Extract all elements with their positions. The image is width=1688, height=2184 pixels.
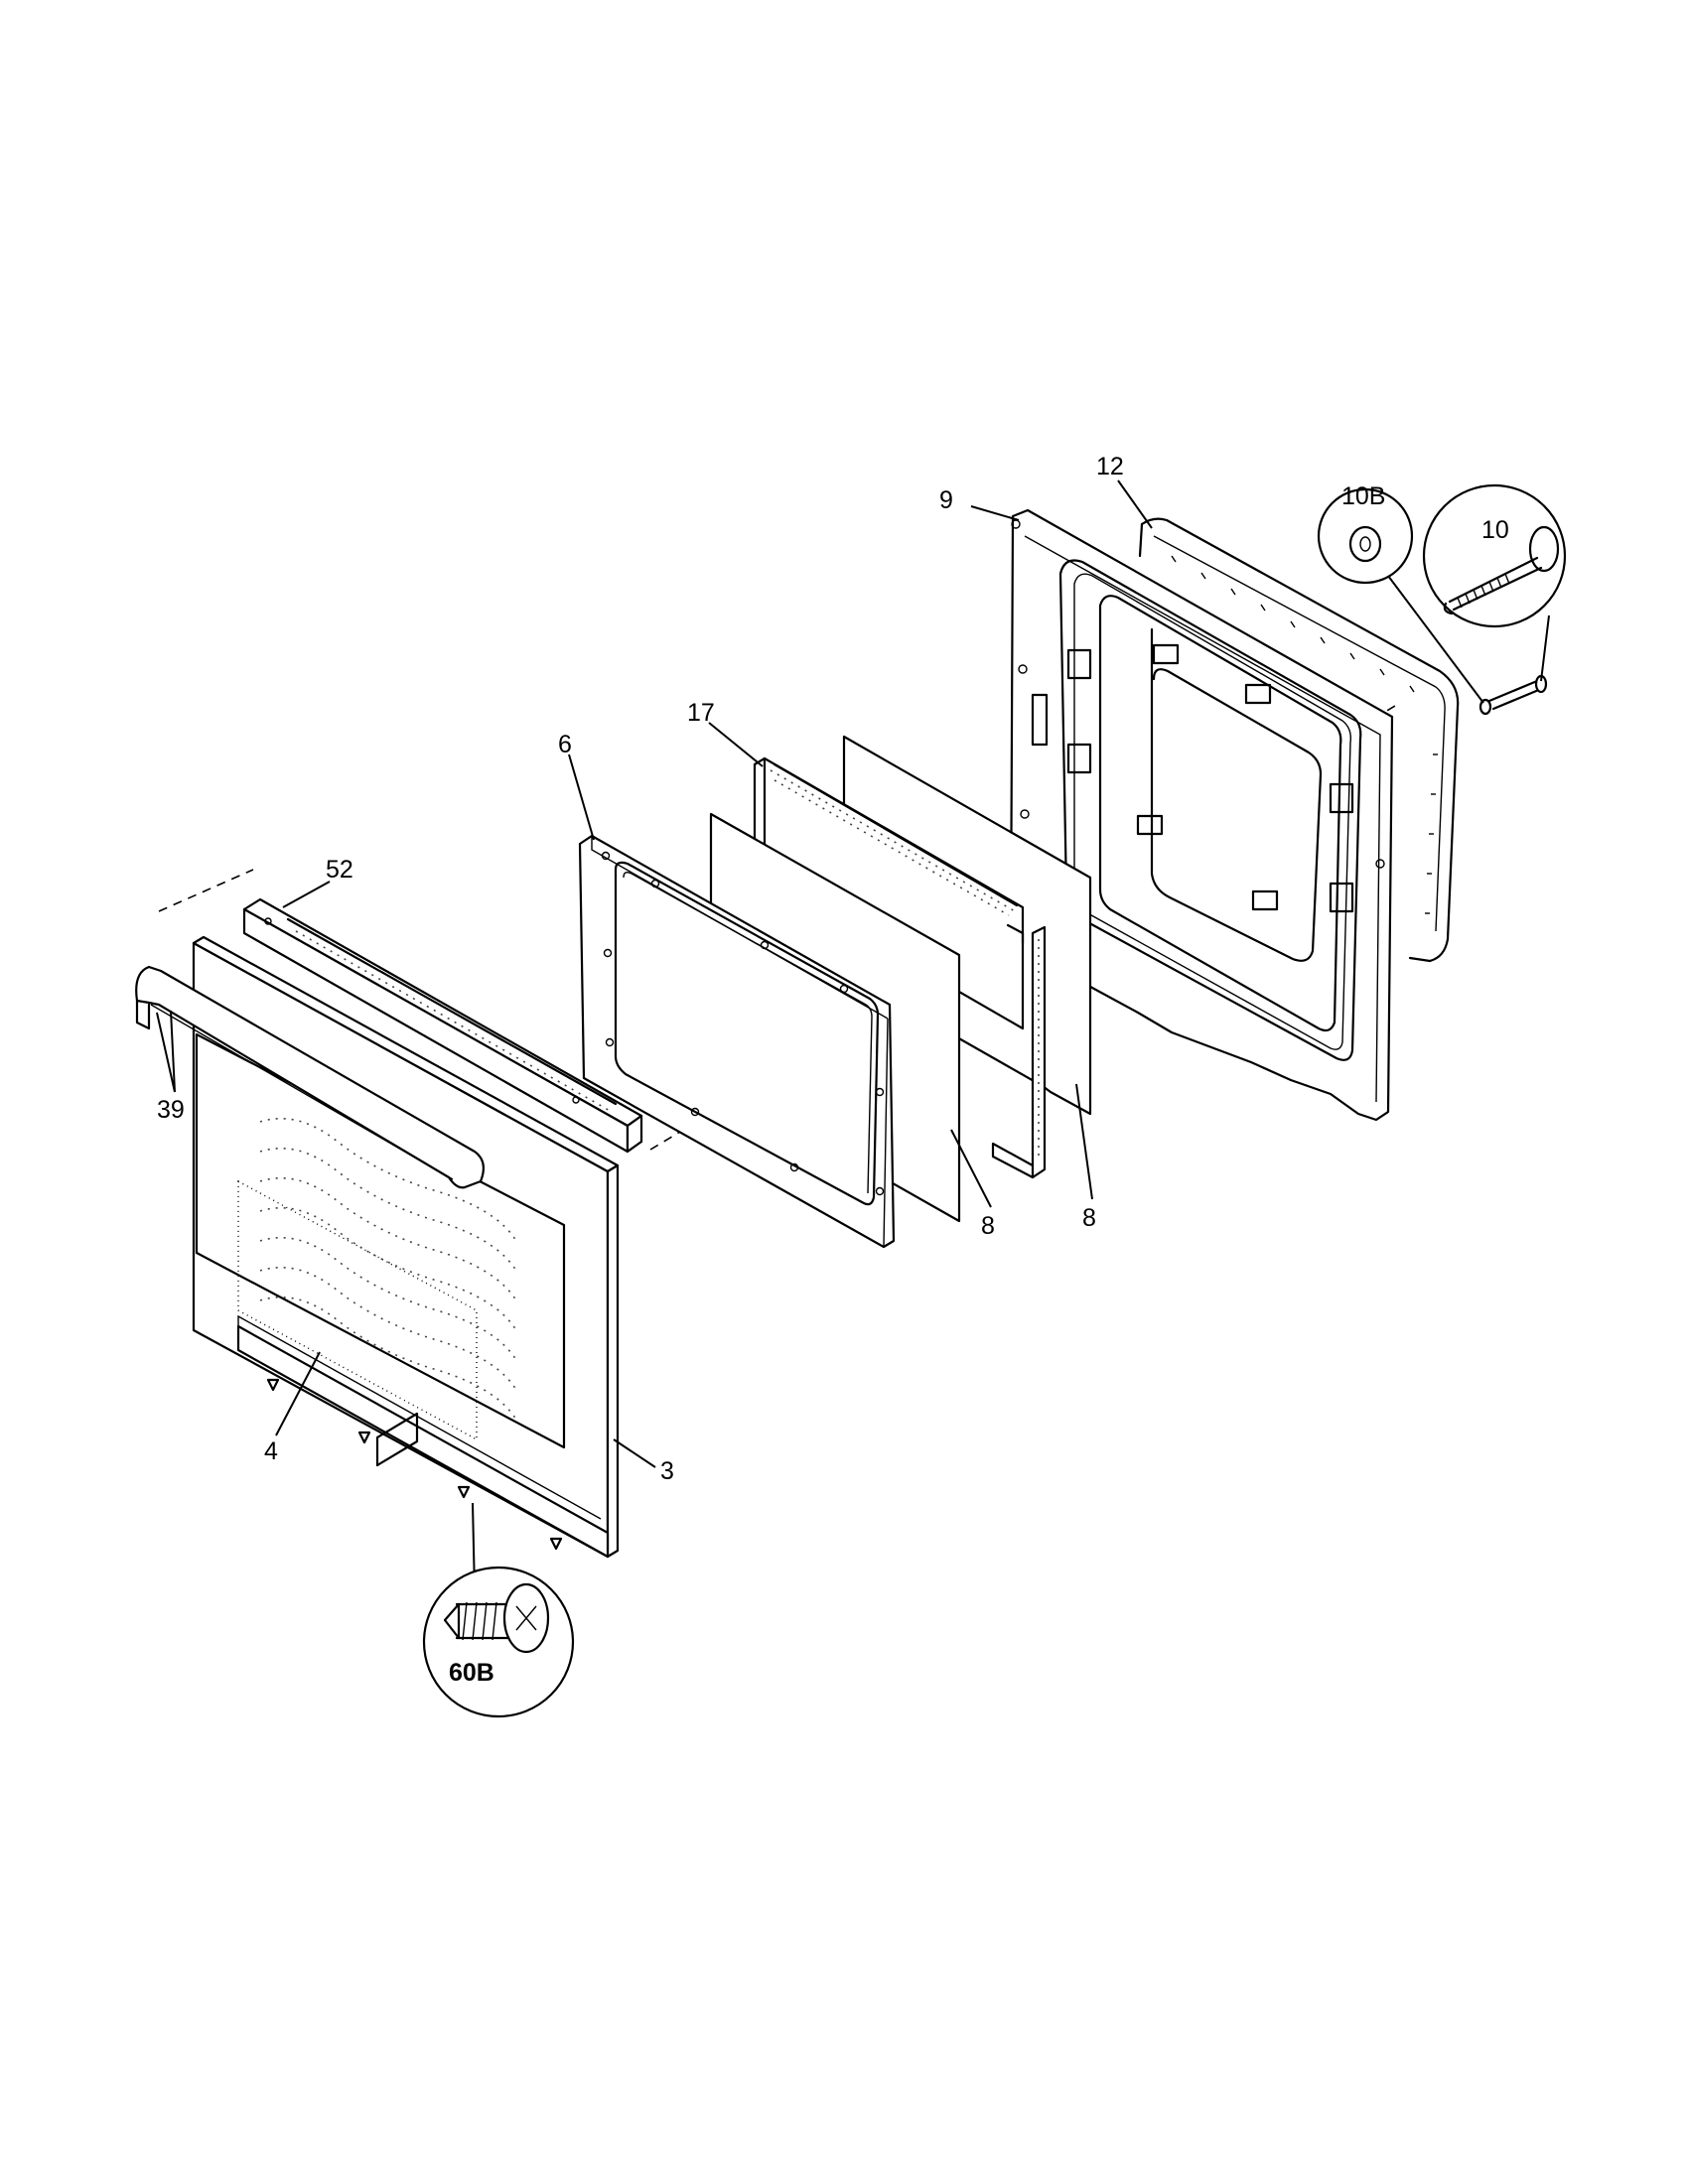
detail-circle-10 (1422, 483, 1567, 628)
callout-labels: 9 12 10B 10 17 6 52 39 8 8 4 3 60B (157, 453, 1509, 1687)
part-52-vent-trim (242, 897, 643, 1154)
callout-17: 17 (687, 699, 715, 727)
detail-circle-10B (1317, 487, 1414, 585)
callout-3: 3 (660, 1457, 674, 1485)
part-39-handle (135, 965, 486, 1189)
callout-12: 12 (1096, 453, 1124, 480)
callout-39: 39 (157, 1096, 185, 1124)
part-10-screw (1478, 674, 1548, 716)
callout-8-rear: 8 (1082, 1204, 1096, 1232)
detail-circle-60B (422, 1566, 575, 1718)
callout-10: 10 (1481, 516, 1509, 544)
callout-9: 9 (939, 486, 953, 514)
part-12-door-gasket (1138, 517, 1460, 963)
callout-10B: 10B (1341, 482, 1385, 510)
callout-4: 4 (264, 1437, 278, 1465)
callout-6: 6 (558, 731, 572, 758)
callout-52: 52 (326, 856, 353, 884)
callout-60B: 60B (449, 1659, 494, 1687)
bottom-bracket (375, 1412, 419, 1467)
part-4-outer-door-glass (195, 1032, 566, 1449)
door-screws (266, 1378, 563, 1551)
callout-8-front: 8 (981, 1212, 995, 1240)
